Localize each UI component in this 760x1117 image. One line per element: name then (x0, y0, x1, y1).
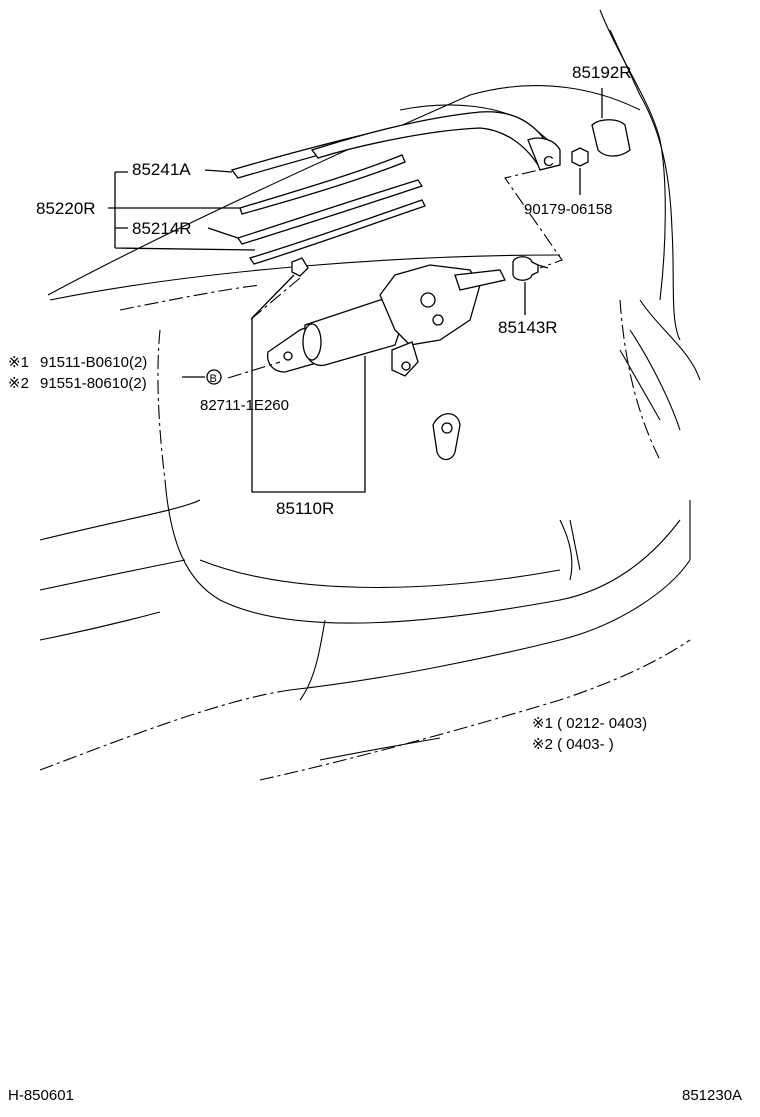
wiper-arm-cap (591, 119, 631, 157)
bolt-mark-1: ※1 (8, 354, 29, 371)
bolt-callout-circle (206, 369, 222, 385)
wiper-arm: C (230, 111, 561, 179)
bolt-mark-2: ※2 (8, 375, 29, 392)
label-90179-06158: 90179-06158 (524, 201, 612, 218)
footer-left-code: H-850601 (8, 1087, 74, 1104)
pivot-grommet (512, 256, 549, 281)
phantom-lines (227, 164, 563, 379)
label-85143R: 85143R (498, 318, 558, 337)
vehicle-body-outline (39, 9, 701, 781)
leader-lines (108, 88, 603, 493)
label-85241A: 85241A (132, 160, 191, 179)
label-85192R: 85192R (572, 63, 632, 82)
bolt-number-2: 91551-80610(2) (40, 375, 147, 392)
clip (291, 257, 309, 277)
bolt-callout-letter: B (210, 373, 217, 385)
wiper-arm-nut (571, 147, 589, 167)
bolt-number-1: 91511-B0610(2) (40, 354, 147, 371)
legend-row-1: ※1 ( 0212- 0403) (532, 715, 647, 732)
label-82711-1E260: 82711-1E260 (200, 397, 289, 414)
wiper-motor-assembly (266, 264, 506, 377)
bolt-reference: ※1 91511-B0610(2) ※2 91551-80610(2) B (8, 354, 222, 392)
wiper-blade (236, 154, 426, 265)
callout-c-top: C (543, 153, 554, 170)
label-85214R: 85214R (132, 219, 192, 238)
legend-row-2: ※2 ( 0403- ) (532, 736, 614, 753)
legend: ※1 ( 0212- 0403) ※2 ( 0403- ) (532, 715, 647, 753)
footer-right-code: 851230A (682, 1087, 742, 1104)
label-85110R: 85110R (276, 499, 334, 518)
label-85220R: 85220R (36, 199, 96, 218)
